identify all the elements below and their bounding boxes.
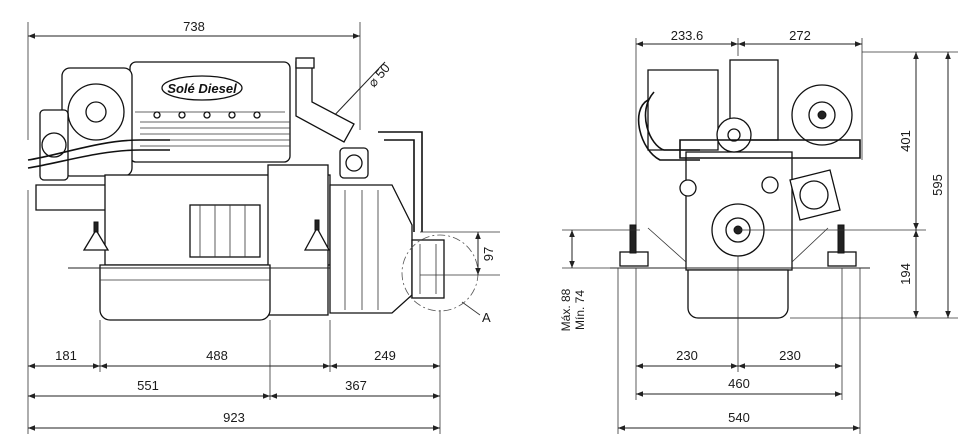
gearbox [329,184,413,314]
dim-max-88: Máx. 88 [559,288,573,331]
dim-923: 923 [223,410,245,425]
front-view: 233.6 272 [559,28,958,434]
dim-height-97: 97 [481,247,496,261]
dim-367: 367 [345,378,367,393]
dim-272: 272 [789,28,811,43]
oil-pan [99,264,271,321]
dim-233-6: 233.6 [671,28,704,43]
logo-plate [161,75,243,101]
rear-mount [303,226,331,251]
dim-551: 551 [137,378,159,393]
dim-230-left: 230 [676,348,698,363]
diameter-leader [329,61,386,121]
left-cover [647,69,719,151]
brand-logo: Solé Diesel [167,81,237,96]
dim-181: 181 [55,348,77,363]
injection-pump [189,204,261,258]
dim-249: 249 [374,348,396,363]
dim-194: 194 [898,263,913,285]
front-mount [82,228,110,251]
left-mount [619,251,649,267]
dim-488: 488 [206,348,228,363]
dim-401: 401 [898,130,913,152]
engine-side-body: Solé Diesel [27,57,445,321]
dim-595: 595 [930,174,945,196]
exhaust-elbow [295,61,355,143]
side-view: 738 ⌀ 50 Solé Diesel [27,19,500,434]
output-flange [411,239,445,299]
dim-230-right: 230 [779,348,801,363]
engine-front-body [610,59,870,319]
dim-overall-length: 738 [183,19,205,34]
dim-min-74: Mín. 74 [573,290,587,330]
dim-540: 540 [728,410,750,425]
detail-label-a: A [482,310,491,325]
dim-460: 460 [728,376,750,391]
dim-pipe-diameter: ⌀ 50 [365,60,393,89]
right-mount [827,251,857,267]
